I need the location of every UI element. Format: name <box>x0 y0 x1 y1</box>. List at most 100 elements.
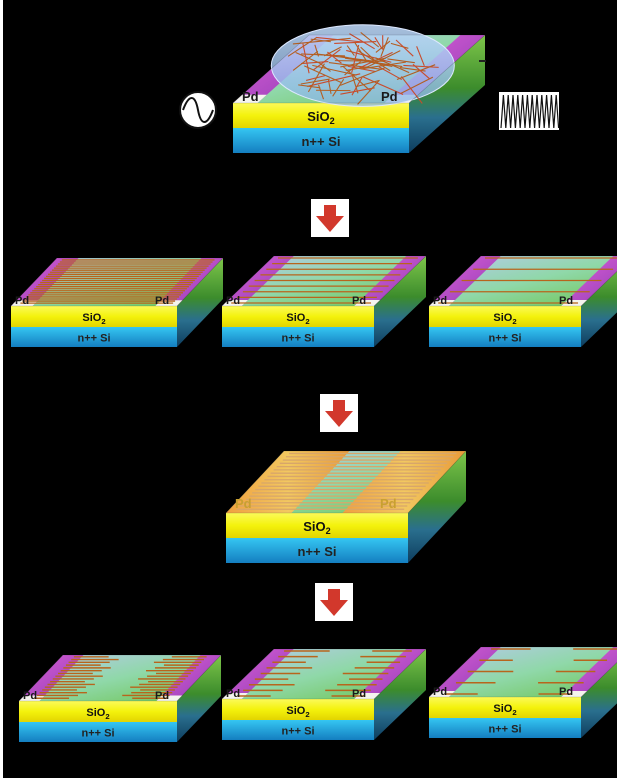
nanowire-mesh <box>363 50 401 70</box>
substrate-label: n++ Si <box>301 134 340 149</box>
oxide-label-main: SiO <box>286 312 305 324</box>
pad-right <box>354 693 381 699</box>
oxide-layer <box>19 701 177 722</box>
substrate-layer <box>233 128 409 153</box>
nanowire-mesh <box>362 76 404 96</box>
pad-left <box>233 94 267 103</box>
top-outline <box>428 646 621 698</box>
nanowire-mesh <box>287 36 318 57</box>
nanowire-mesh <box>403 64 439 68</box>
pd-label-left: Pd <box>226 295 240 307</box>
nanowire-mesh <box>387 58 415 64</box>
nanowire-mesh <box>340 57 386 68</box>
pd-label-right: Pd <box>352 688 366 700</box>
nanowire-mesh <box>346 45 355 56</box>
pad-left <box>222 693 248 699</box>
pd-electrode-left <box>222 649 294 699</box>
top-outline <box>428 255 621 307</box>
oxide-label-main: SiO <box>493 703 512 715</box>
nanowire-mesh <box>360 31 380 48</box>
nanowire-mesh <box>380 37 389 57</box>
nanowire-mesh <box>340 87 375 95</box>
nanowire-mesh <box>327 51 342 64</box>
pd-electrode-left <box>19 655 84 701</box>
top-outline <box>221 648 427 700</box>
substrate-label: n++ Si <box>297 544 336 559</box>
oxide-layer <box>222 699 374 720</box>
nanowire-mesh <box>298 84 321 89</box>
substrate-layer <box>19 722 177 742</box>
oxide-layer <box>222 306 374 327</box>
nanowire-mesh <box>412 63 431 80</box>
oxide-label-main: SiO <box>493 312 512 324</box>
zigzag-wave <box>500 94 560 129</box>
nanowire-mesh <box>354 42 368 62</box>
oxide-label: SiO2 <box>86 707 109 721</box>
nanowire-mesh <box>310 38 331 43</box>
oxide-label: SiO2 <box>493 703 516 717</box>
nanowire-mesh <box>349 33 375 50</box>
nanowire-mesh <box>305 75 326 81</box>
oxide-label-main: SiO <box>82 312 101 324</box>
substrate-label: n++ Si <box>281 725 314 737</box>
oxide-label-main: SiO <box>86 707 105 719</box>
pd-label-left: Pd <box>235 496 252 511</box>
side-face <box>581 658 621 738</box>
nanowire-mesh <box>355 80 380 88</box>
oxide-label-sub: 2 <box>512 708 516 717</box>
square-wave-signal-icon <box>499 92 560 130</box>
nanowire-mesh <box>400 76 434 94</box>
pd-electrode-left <box>429 647 501 697</box>
top-outline <box>225 450 467 514</box>
down-arrow-icon <box>311 199 349 237</box>
nanowire-mesh <box>318 62 331 72</box>
down-arrow-icon <box>315 583 353 621</box>
oxide-label-sub: 2 <box>330 116 335 126</box>
nanowire-mesh <box>323 46 342 57</box>
nanowire-mesh <box>346 49 392 63</box>
nanowire-mesh <box>357 79 380 105</box>
nanowire-mesh <box>300 78 330 85</box>
nanowire-mesh <box>351 74 359 94</box>
substrate-layer <box>429 718 581 738</box>
oxide-label-main: SiO <box>307 109 329 124</box>
nanowire-mesh <box>360 46 375 61</box>
oxide-layer <box>429 697 581 718</box>
nanowire-mesh <box>332 78 345 97</box>
side-face <box>409 35 485 153</box>
oxide-layer <box>233 103 409 128</box>
top-outline <box>221 255 427 307</box>
pd-label-right: Pd <box>559 295 573 307</box>
pd-electrode-right <box>354 649 426 699</box>
sine-wave <box>182 97 214 123</box>
nanowire-mesh <box>390 42 409 49</box>
nanowire-mesh <box>416 46 425 67</box>
nanowire-mesh <box>374 36 383 50</box>
nanowire-mesh <box>304 65 342 83</box>
pd-label-left: Pd <box>242 89 259 104</box>
pd-label-left: Pd <box>15 295 29 307</box>
side-face <box>374 256 426 347</box>
substrate-layer <box>11 327 177 347</box>
nanowire-mesh <box>301 53 345 57</box>
arrow-shape <box>316 205 344 232</box>
nanowire-mesh <box>334 60 386 62</box>
substrate-layer <box>222 720 374 740</box>
pd-label-right: Pd <box>155 295 169 307</box>
pd-label-right: Pd <box>559 686 573 698</box>
side-face <box>177 258 223 347</box>
oxide-label-sub: 2 <box>105 712 109 721</box>
nanowire-mesh <box>312 64 357 76</box>
oxide-label: SiO2 <box>493 312 516 326</box>
top-outline <box>10 257 224 307</box>
down-arrow-icon <box>320 394 358 432</box>
substrate-label: n++ Si <box>488 723 521 735</box>
pd-label-right: Pd <box>381 89 398 104</box>
side-face <box>581 267 621 347</box>
side-face <box>408 451 466 563</box>
nanowire-mesh <box>360 61 406 70</box>
pad-right <box>561 691 588 697</box>
